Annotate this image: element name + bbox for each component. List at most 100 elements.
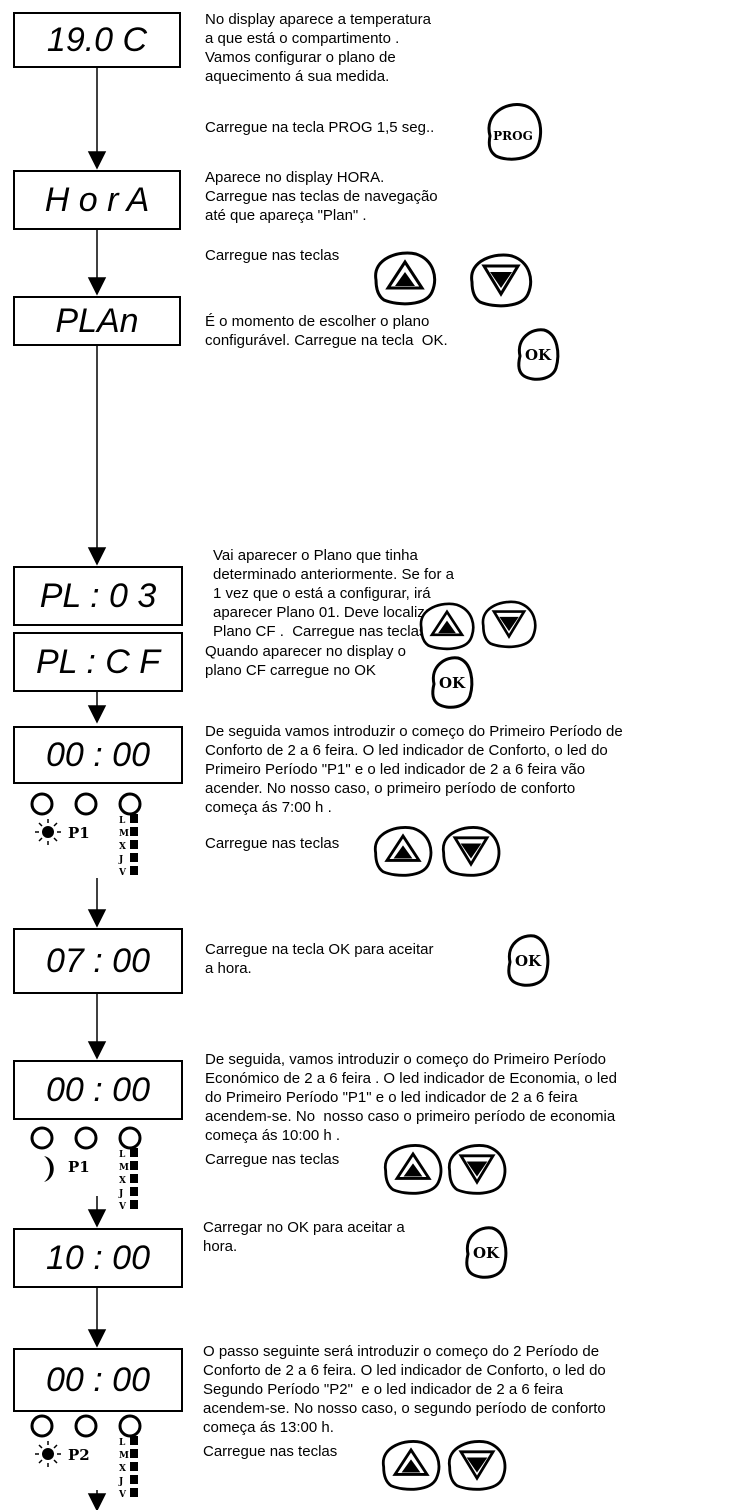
ok-button[interactable]: OK bbox=[502, 932, 552, 988]
day-led bbox=[130, 853, 138, 862]
step-text-temperature: No display aparece a temperatura a que e… bbox=[205, 11, 431, 85]
svg-text:OK: OK bbox=[515, 952, 542, 970]
flow-arrow bbox=[87, 277, 107, 296]
sun-icon bbox=[35, 1441, 61, 1467]
down-arrow-icon[interactable] bbox=[438, 822, 504, 880]
step-text-accept-1000: Carregar no OK para aceitar a hora. bbox=[203, 1219, 405, 1255]
flow-arrow bbox=[87, 151, 107, 170]
flow-arrow bbox=[87, 1329, 107, 1348]
step-text-comfort-1: De seguida vamos introduzir o começo do … bbox=[205, 723, 623, 816]
day-label: V bbox=[118, 1202, 127, 1212]
flow-arrow bbox=[87, 705, 107, 724]
display-pl-cf: PL : C F bbox=[13, 632, 183, 692]
up-arrow-icon[interactable] bbox=[380, 1140, 446, 1198]
day-label: X bbox=[119, 1176, 126, 1186]
flow-arrow bbox=[87, 909, 107, 928]
ok-button[interactable]: OK bbox=[512, 326, 562, 382]
day-label: X bbox=[119, 842, 126, 852]
svg-text:OK: OK bbox=[525, 346, 552, 364]
down-arrow-icon[interactable] bbox=[444, 1140, 510, 1198]
ok-button[interactable]: OK bbox=[460, 1224, 510, 1280]
svg-text:OK: OK bbox=[439, 674, 466, 692]
display-comfort2-start: 00 : 00 bbox=[13, 1348, 183, 1412]
display-1000: 10 : 00 bbox=[13, 1228, 183, 1288]
led-indicators-comfort-p1: P1 L M X J V bbox=[30, 792, 142, 878]
ok-button[interactable]: OK bbox=[426, 654, 476, 710]
day-label: M bbox=[119, 1451, 129, 1461]
display-temperature: 19.0 C bbox=[13, 12, 181, 68]
day-label: L bbox=[119, 816, 126, 826]
day-led bbox=[130, 1475, 138, 1484]
day-led bbox=[130, 1174, 138, 1183]
day-led bbox=[130, 1462, 138, 1471]
led-circle bbox=[74, 1126, 98, 1150]
up-arrow-icon[interactable] bbox=[370, 248, 440, 308]
led-indicators-economy-p1: P1 L M X J V bbox=[30, 1126, 142, 1212]
flow-arrow bbox=[87, 1209, 107, 1228]
day-led bbox=[130, 866, 138, 875]
day-label: L bbox=[119, 1150, 126, 1160]
display-comfort-start: 00 : 00 bbox=[13, 726, 183, 784]
display-plan: PLAn bbox=[13, 296, 181, 346]
display-0700: 07 : 00 bbox=[13, 928, 183, 994]
up-arrow-icon[interactable] bbox=[370, 822, 436, 880]
day-label: V bbox=[118, 1490, 127, 1500]
flow-arrow bbox=[87, 1041, 107, 1060]
prog-button[interactable]: PROG bbox=[482, 100, 544, 162]
led-circle bbox=[118, 792, 142, 816]
step-text-keys-2: Carregue nas teclas bbox=[205, 835, 340, 852]
day-label: M bbox=[119, 829, 129, 839]
led-circle bbox=[30, 1126, 54, 1150]
period-label: P1 bbox=[68, 1158, 90, 1176]
day-label: J bbox=[118, 1477, 123, 1487]
day-label: L bbox=[119, 1438, 126, 1448]
led-circle bbox=[74, 792, 98, 816]
led-circle bbox=[118, 1126, 142, 1150]
day-led bbox=[130, 1488, 138, 1497]
step-text-prog: Carregue na tecla PROG 1,5 seg.. bbox=[205, 119, 435, 136]
day-label: J bbox=[118, 1189, 123, 1199]
display-pl-03: PL : 0 3 bbox=[13, 566, 183, 626]
day-led bbox=[130, 1200, 138, 1209]
day-led bbox=[130, 840, 138, 849]
svg-text:PROG: PROG bbox=[493, 129, 533, 143]
sun-icon bbox=[35, 819, 61, 845]
period-label: P1 bbox=[68, 824, 90, 842]
led-circle bbox=[30, 1414, 54, 1438]
led-circle bbox=[118, 1414, 142, 1438]
day-label: X bbox=[119, 1464, 126, 1474]
day-label: J bbox=[118, 855, 123, 865]
moon-icon bbox=[44, 1156, 54, 1182]
flow-arrow bbox=[87, 1493, 107, 1510]
day-led bbox=[130, 1449, 138, 1458]
up-arrow-icon[interactable] bbox=[416, 598, 478, 654]
step-text-keys-1: Carregue nas teclas bbox=[205, 247, 340, 264]
down-arrow-icon[interactable] bbox=[466, 250, 536, 310]
step-text-comfort-2: O passo seguinte será introduzir o começ… bbox=[203, 1343, 606, 1436]
down-arrow-icon[interactable] bbox=[478, 596, 540, 652]
day-label: V bbox=[118, 868, 127, 878]
up-arrow-icon[interactable] bbox=[378, 1436, 444, 1494]
day-led bbox=[130, 1187, 138, 1196]
day-label: M bbox=[119, 1163, 129, 1173]
led-circle bbox=[74, 1414, 98, 1438]
svg-text:OK: OK bbox=[473, 1244, 500, 1262]
step-text-keys-4: Carregue nas teclas bbox=[203, 1443, 338, 1460]
down-arrow-icon[interactable] bbox=[444, 1436, 510, 1494]
flow-arrow bbox=[87, 547, 107, 566]
day-led bbox=[130, 1148, 138, 1157]
step-text-hora: Aparece no display HORA. Carregue nas te… bbox=[205, 169, 438, 224]
led-circle bbox=[30, 792, 54, 816]
day-led bbox=[130, 1436, 138, 1445]
day-led bbox=[130, 827, 138, 836]
step-text-economy-1: De seguida, vamos introduzir o começo do… bbox=[205, 1051, 617, 1144]
display-economy-start: 00 : 00 bbox=[13, 1060, 183, 1120]
day-led bbox=[130, 814, 138, 823]
period-label: P2 bbox=[68, 1446, 90, 1464]
day-led bbox=[130, 1161, 138, 1170]
step-text-keys-3: Carregue nas teclas bbox=[205, 1151, 340, 1168]
led-indicators-comfort-p2: P2 L M X J V bbox=[30, 1414, 142, 1500]
display-hora: H o r A bbox=[13, 170, 181, 230]
step-text-plan: É o momento de escolher o plano configur… bbox=[205, 313, 448, 349]
